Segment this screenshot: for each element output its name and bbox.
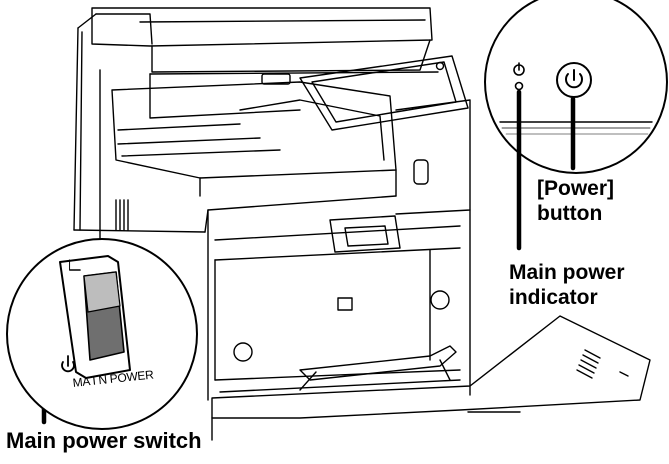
copier-body (73, 7, 651, 441)
main-power-indicator-label: Main power indicator (509, 260, 625, 310)
main-power-indicator-label-line1: Main power (509, 261, 625, 284)
power-button-label: [Power] button (537, 176, 614, 226)
main-power-switch-label: Main power switch (6, 428, 202, 453)
main-switch-magnifier (6, 238, 198, 430)
power-button-label-line1: [Power] (537, 177, 615, 200)
power-symbol-icon (61, 355, 75, 373)
power-button-icon[interactable] (556, 62, 592, 98)
power-button-label-line2: button (537, 202, 603, 225)
power-standby-icon (513, 62, 525, 91)
switch-on-mark: | (68, 257, 71, 271)
main-power-indicator-label-line2: indicator (509, 286, 598, 309)
